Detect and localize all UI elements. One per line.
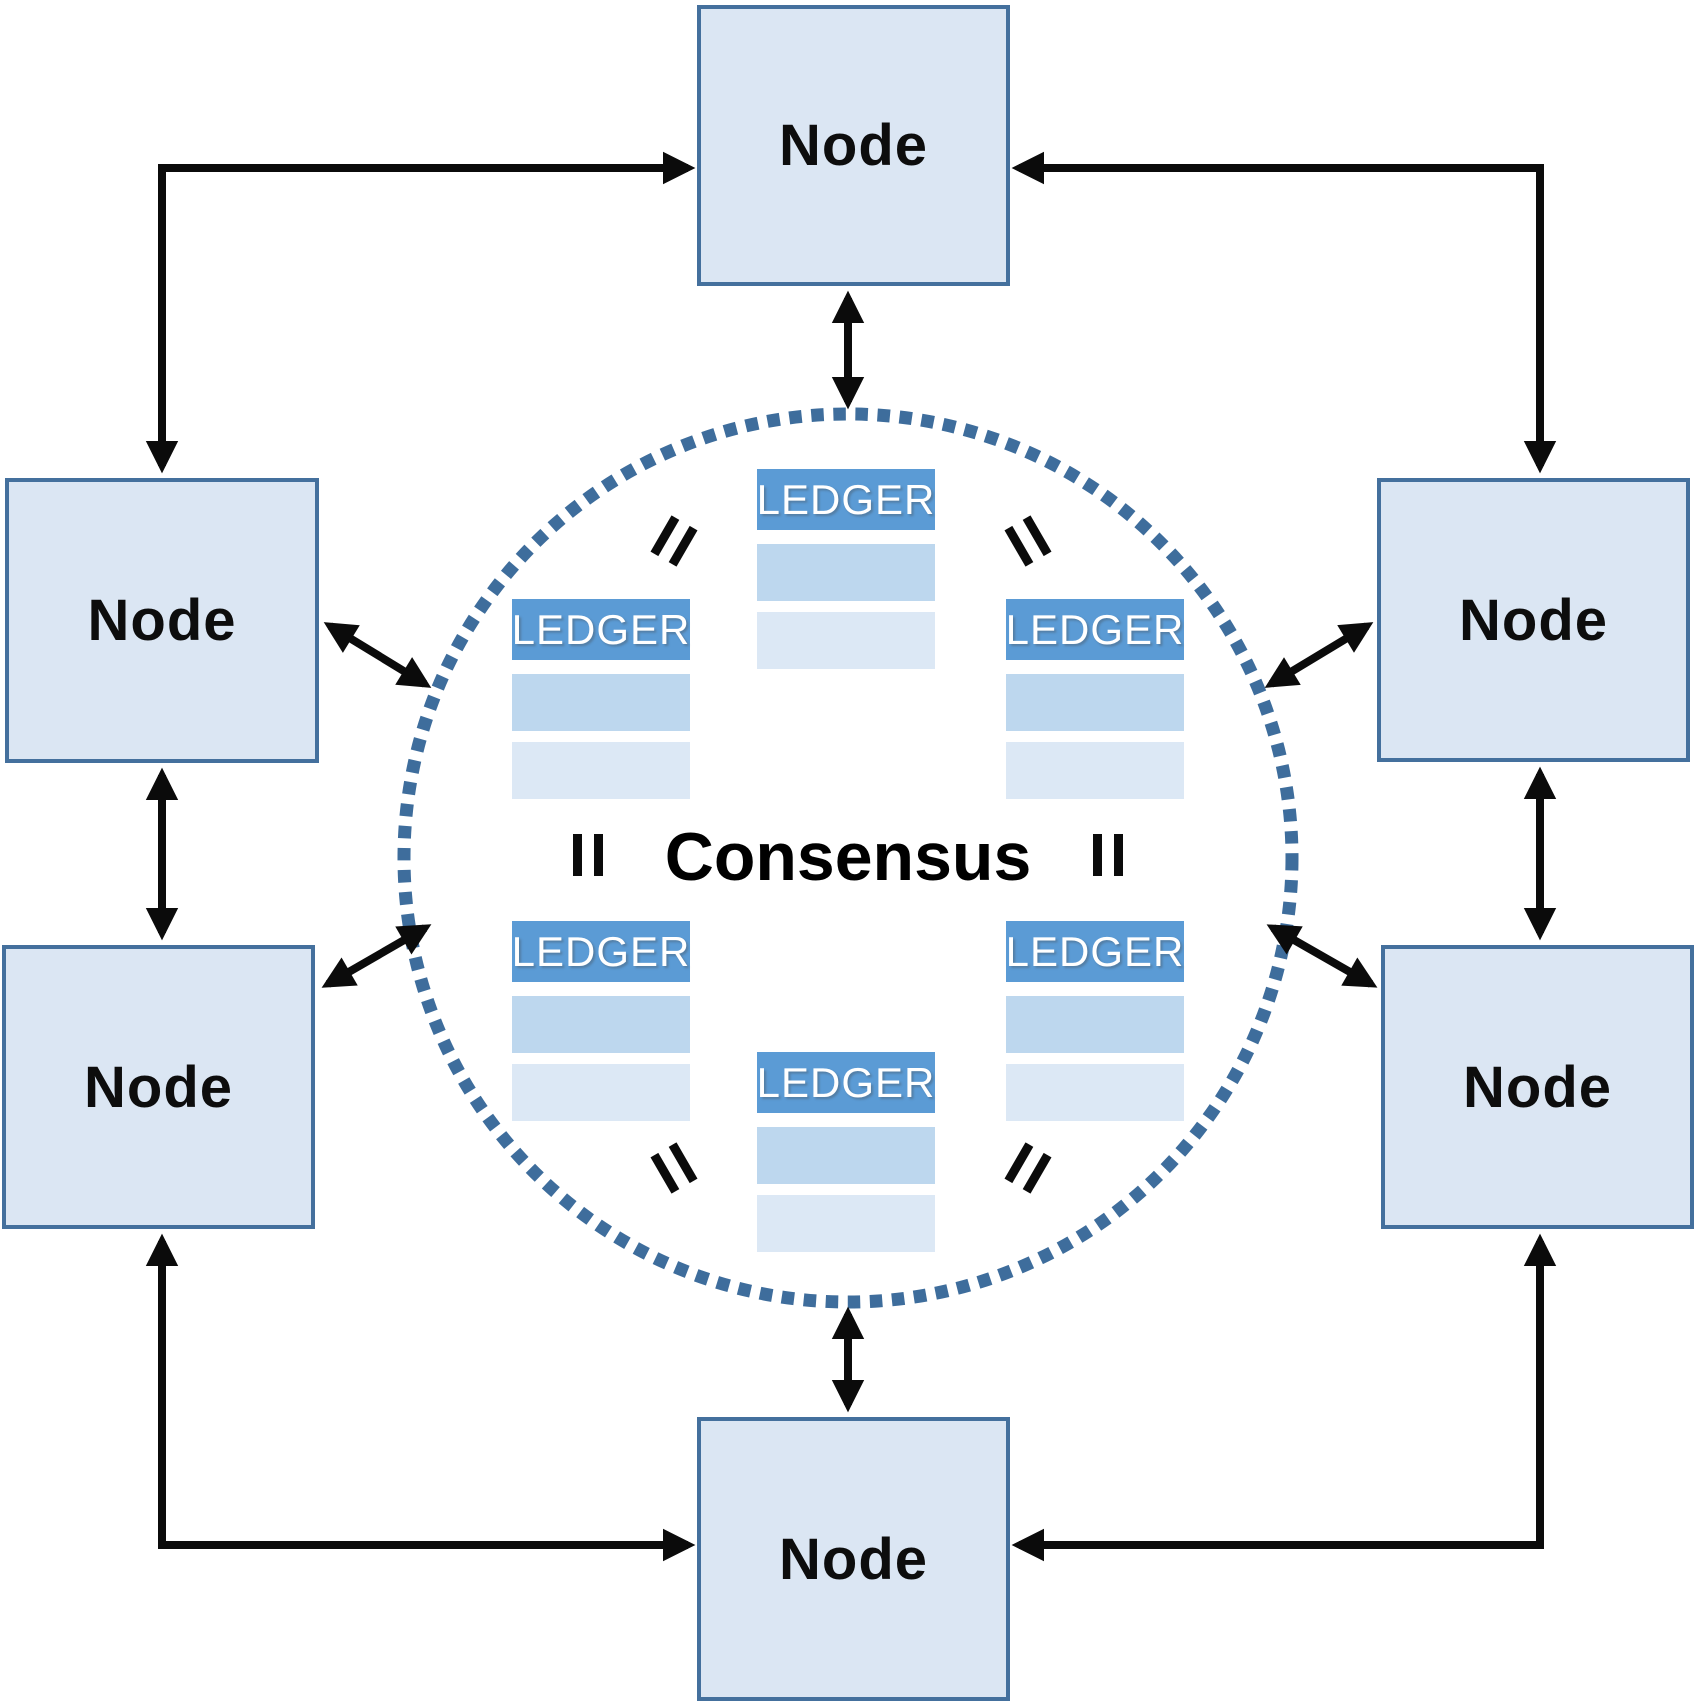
connector-bottom-right — [1011, 1233, 1557, 1562]
node-box-upper-left: Node — [5, 478, 319, 763]
ledger-row — [1006, 742, 1184, 799]
node-box-lower-left: Node — [2, 945, 315, 1229]
ledger-title: LEDGER — [512, 921, 690, 982]
equals-bar — [1114, 834, 1123, 876]
ledger-row — [512, 674, 690, 731]
node-label: Node — [1463, 1054, 1612, 1120]
ledger-title: LEDGER — [757, 1052, 935, 1113]
node-box-bottom: Node — [697, 1417, 1010, 1701]
ledger-title: LEDGER — [1006, 599, 1184, 660]
node-box-lower-right: Node — [1381, 945, 1694, 1229]
ledger-row — [757, 1195, 935, 1252]
ledger-table-bottom-center: LEDGER — [757, 1052, 935, 1252]
connector-bottom-left — [145, 1233, 696, 1562]
ledger-table-lower-right: LEDGER — [1006, 921, 1184, 1121]
node-label: Node — [1459, 587, 1608, 653]
equals-bar — [573, 834, 582, 876]
ledger-title: LEDGER — [1006, 921, 1184, 982]
ledger-title: LEDGER — [757, 469, 935, 530]
ledger-row — [512, 742, 690, 799]
consensus-circle-border — [397, 407, 1299, 1309]
ledger-row — [512, 996, 690, 1053]
connector-top-right — [1011, 151, 1557, 474]
ledger-row — [1006, 1064, 1184, 1121]
ledger-row — [757, 544, 935, 601]
arrow-lower-right-node-circle — [1266, 924, 1378, 988]
node-box-top: Node — [697, 5, 1010, 286]
ledger-row — [1006, 996, 1184, 1053]
arrow-lower-left-node-circle — [321, 924, 432, 988]
ledger-title: LEDGER — [512, 599, 690, 660]
arrow-upper-right-node-circle — [1264, 622, 1374, 688]
ledger-row — [757, 1127, 935, 1184]
node-label: Node — [84, 1054, 233, 1120]
connector-top-left — [145, 151, 696, 474]
ledger-table-top-center: LEDGER — [757, 469, 935, 669]
ledger-table-lower-left: LEDGER — [512, 921, 690, 1121]
ledger-row — [512, 1064, 690, 1121]
node-label: Node — [87, 588, 237, 653]
arrow-upper-left-node-circle — [323, 622, 432, 688]
consensus-label: Consensus — [664, 819, 1032, 895]
node-label: Node — [779, 113, 928, 178]
ledger-table-upper-right: LEDGER — [1006, 599, 1184, 799]
node-box-upper-right: Node — [1377, 478, 1690, 762]
ledger-row — [1006, 674, 1184, 731]
ledger-table-upper-left: LEDGER — [512, 599, 690, 799]
ledger-row — [757, 612, 935, 669]
node-label: Node — [779, 1526, 928, 1592]
